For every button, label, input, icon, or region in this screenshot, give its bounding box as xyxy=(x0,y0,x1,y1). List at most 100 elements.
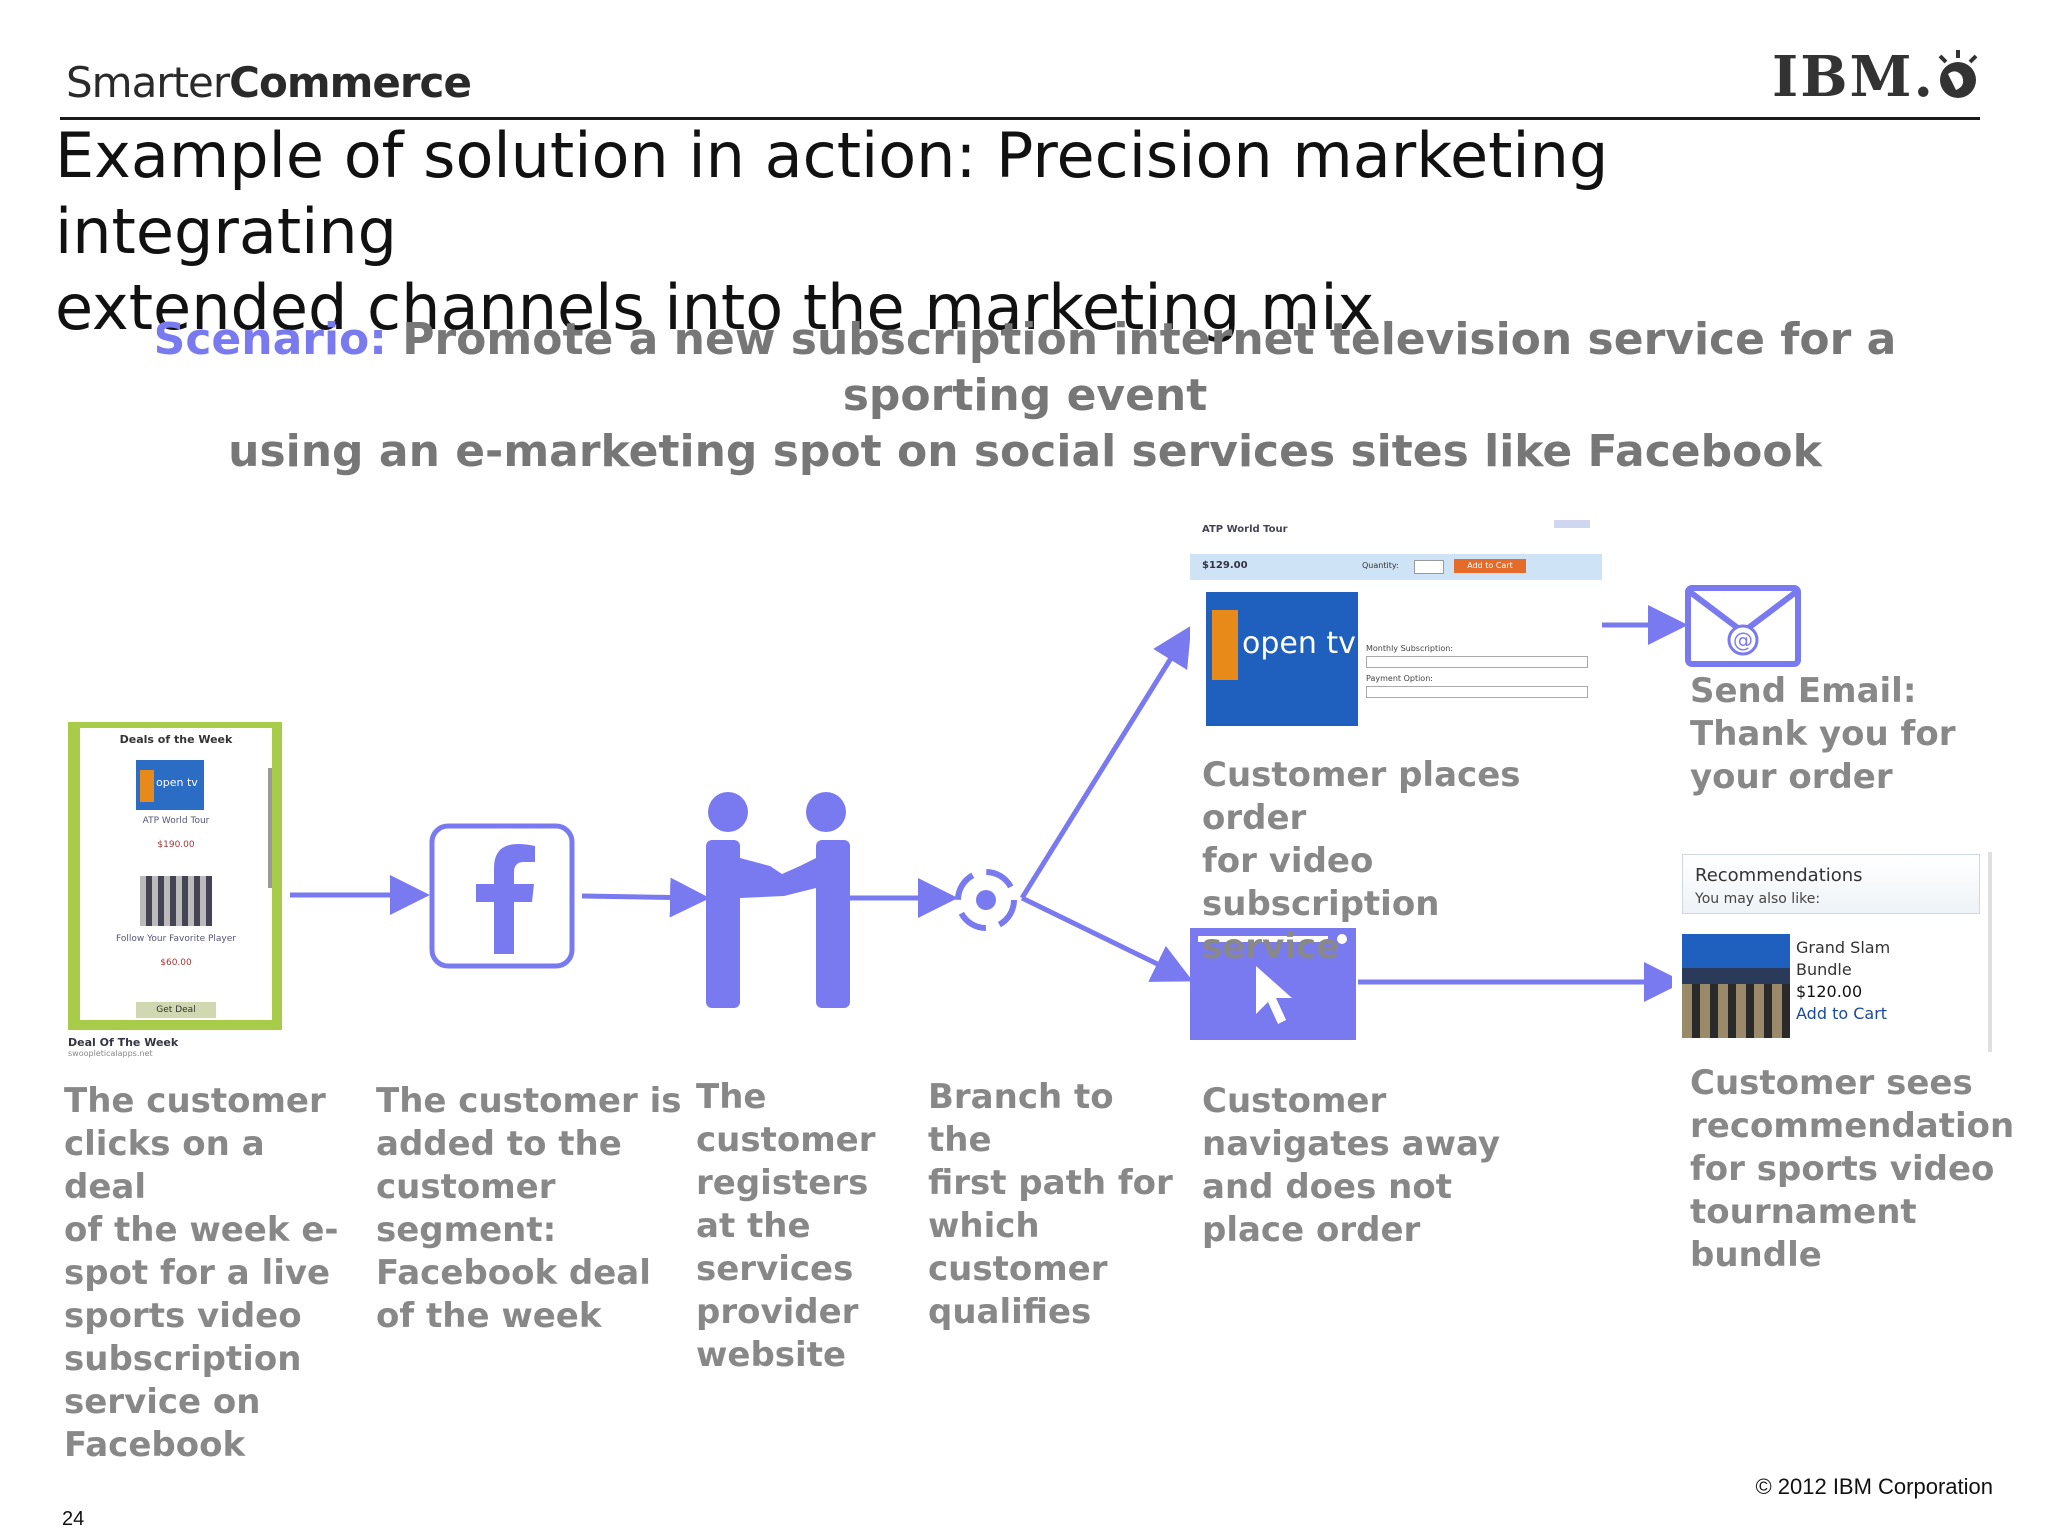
recommendation-price: $120.00 xyxy=(1796,982,1863,1001)
svg-text:@: @ xyxy=(1733,628,1753,652)
order-page-mockup: ATP World Tour $129.00 Quantity: Add to … xyxy=(1190,514,1602,732)
scenario-label: Scenario: xyxy=(153,314,387,365)
caption-line: for video subscription xyxy=(1202,841,1440,924)
caption-line: subscription xyxy=(64,1339,302,1379)
deal-item2-price: $60.00 xyxy=(160,958,192,968)
deal-item1-name: ATP World Tour xyxy=(142,816,210,826)
recommendations-subtitle: You may also like: xyxy=(1695,891,1821,907)
order-quantity-input[interactable] xyxy=(1414,560,1444,574)
caption-line: navigates away xyxy=(1202,1124,1501,1164)
caption-line: service xyxy=(1202,927,1340,967)
order-payment-label: Payment Option: xyxy=(1366,674,1433,683)
branch-target-icon xyxy=(955,869,1017,931)
arrow-branch-to-order xyxy=(1019,625,1192,900)
monthly-subscription-select[interactable] xyxy=(1366,656,1588,668)
opentv-thumbnail: open tv xyxy=(136,760,204,810)
caption-line: sports video xyxy=(64,1296,302,1336)
ibm-logo: IBM. xyxy=(1772,44,1982,110)
deal-heading: Deals of the Week xyxy=(119,733,233,746)
caption-line: recommendation xyxy=(1690,1106,2015,1146)
recommendations-header: Recommendations You may also like: xyxy=(1682,854,1980,914)
caption-line: added to the xyxy=(376,1124,622,1164)
caption-line: customer xyxy=(376,1167,556,1207)
caption-line: The customer xyxy=(64,1081,326,1121)
brand-bold: Commerce xyxy=(229,58,472,107)
order-quantity-label: Quantity: xyxy=(1362,561,1399,570)
handshake-icon xyxy=(706,792,850,1008)
slide-title: Example of solution in action: Precision… xyxy=(55,118,1955,346)
caption-line: which xyxy=(928,1206,1040,1246)
title-line-2: extended channels into the marketing mix xyxy=(55,271,1375,344)
caption-line: Customer sees xyxy=(1690,1063,1973,1103)
globe-icon xyxy=(1938,50,1978,98)
opentv-logo: open tv xyxy=(1206,592,1358,726)
recommendations-widget: Recommendations You may also like: Grand… xyxy=(1672,852,1992,1052)
payment-option-select[interactable] xyxy=(1366,686,1588,698)
caption-line: customer xyxy=(928,1249,1108,1289)
caption-line: place order xyxy=(1202,1210,1421,1250)
caption-line: Send Email: xyxy=(1690,671,1917,711)
caption-line: qualifies xyxy=(928,1292,1092,1332)
caption-line: your order xyxy=(1690,757,1893,797)
browser-cursor-icon xyxy=(1190,928,1356,1040)
order-monthly-label: Monthly Subscription: xyxy=(1366,644,1453,653)
recommendation-thumbnail xyxy=(1682,934,1790,1038)
facebook-icon xyxy=(429,823,575,969)
caption-line: of the week e- xyxy=(64,1210,339,1250)
order-add-to-cart-button[interactable]: Add to Cart xyxy=(1454,559,1526,573)
deal-scrollbar[interactable] xyxy=(268,768,272,888)
title-line-1: Example of solution in action: Precision… xyxy=(55,119,1609,268)
scenario-text: Scenario: Promote a new subscription int… xyxy=(110,312,1940,480)
ibm-logo-text: IBM. xyxy=(1772,44,1936,110)
deal-caption-sub: swoopleticalapps.net xyxy=(68,1049,153,1058)
arrow-facebook-to-handshake xyxy=(581,877,710,918)
order-close-link[interactable] xyxy=(1554,520,1590,528)
caption-line: Customer xyxy=(1202,1081,1387,1121)
caption-line: Thank you for xyxy=(1690,714,1956,754)
recommendation-item-line1: Grand Slam xyxy=(1796,938,1891,957)
caption-line: Customer places order xyxy=(1202,755,1521,838)
caption-line: for sports video xyxy=(1690,1149,1995,1189)
caption-line: bundle xyxy=(1690,1235,1822,1275)
scenario-line-1: Promote a new subscription internet tele… xyxy=(402,314,1897,421)
deal-caption: Deal Of The Week swoopleticalapps.net xyxy=(68,1036,178,1058)
copyright: © 2012 IBM Corporation xyxy=(1755,1474,1993,1499)
get-deal-button[interactable]: Get Deal xyxy=(136,1002,216,1018)
recommendations-title: Recommendations xyxy=(1695,865,1863,886)
order-product-title: ATP World Tour xyxy=(1202,524,1288,535)
caption-line: Facebook xyxy=(64,1425,246,1465)
arrow-branch-to-browse xyxy=(1020,895,1193,982)
caption-line: and does not xyxy=(1202,1167,1452,1207)
caption-line: Branch to the xyxy=(928,1077,1114,1160)
players-thumbnail xyxy=(140,876,212,926)
caption-line: The xyxy=(696,1077,767,1117)
smarter-commerce-logo: SmarterCommerce xyxy=(66,58,472,107)
deal-of-week-spot[interactable]: Deals of the Week open tv ATP World Tour… xyxy=(68,722,282,1030)
header-rule xyxy=(60,117,1980,120)
caption-line: The customer is xyxy=(376,1081,682,1121)
caption-line: customer xyxy=(696,1120,876,1160)
caption-line: services xyxy=(696,1249,854,1289)
caption-line: registers xyxy=(696,1163,869,1203)
deal-item1-price: $190.00 xyxy=(157,840,195,850)
recommendation-add-to-cart-link[interactable]: Add to Cart xyxy=(1796,1004,1888,1023)
caption-line: spot for a live xyxy=(64,1253,331,1293)
brand-light: Smarter xyxy=(66,58,230,107)
scenario-line-2: using an e-marketing spot on social serv… xyxy=(228,426,1822,477)
caption-line: at the xyxy=(696,1206,811,1246)
recommendation-item-line2: Bundle xyxy=(1796,960,1852,979)
opentv-logo-text: open tv xyxy=(1242,626,1356,661)
caption-line: clicks on a deal xyxy=(64,1124,265,1207)
caption-line: Facebook deal xyxy=(376,1253,651,1293)
caption-line: tournament xyxy=(1690,1192,1917,1232)
caption-line: first path for xyxy=(928,1163,1173,1203)
page-number: 24 xyxy=(62,1508,85,1530)
deal-caption-title: Deal Of The Week xyxy=(68,1036,179,1049)
